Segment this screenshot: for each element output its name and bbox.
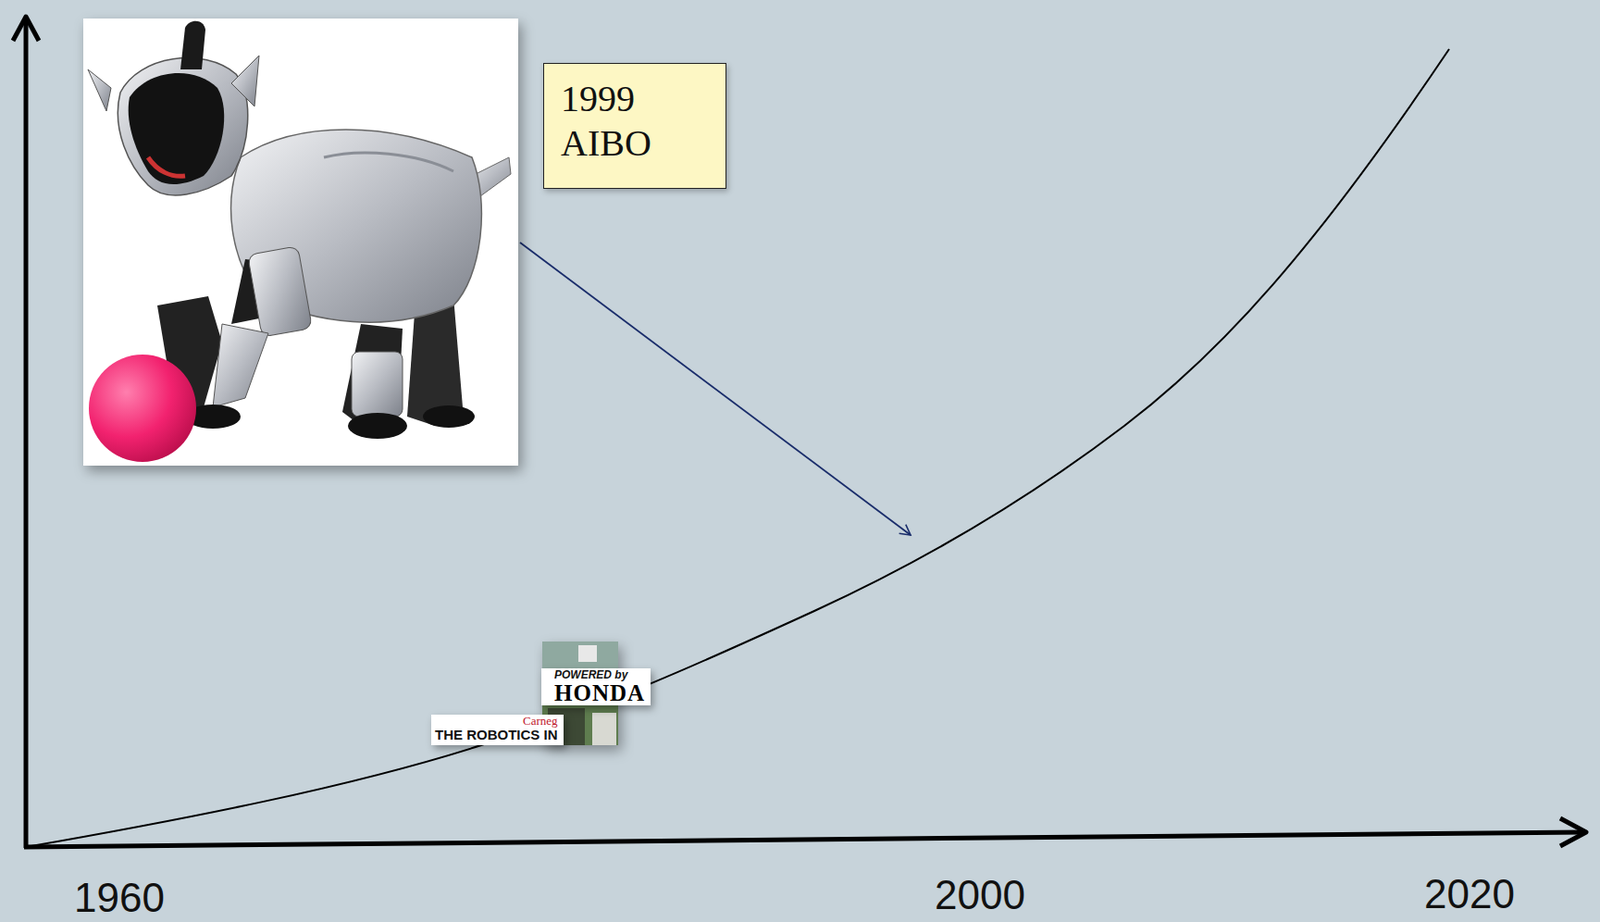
y-axis-head — [12, 16, 39, 41]
x-axis — [24, 831, 1585, 847]
callout-text: 1999 AIBO — [560, 76, 663, 166]
logo-text: Carneg — [434, 714, 559, 728]
x-axis-head — [1560, 818, 1587, 846]
axis-year: 1960 — [74, 874, 165, 921]
honda-banner: POWERED byHONDA — [541, 668, 651, 706]
robotics-banner: CarnegTHE ROBOTICS IN — [431, 714, 564, 745]
aibo-picture — [83, 18, 519, 466]
callout-box: 1999 AIBO — [543, 62, 727, 189]
logo-text: THE ROBOTICS IN — [434, 727, 559, 744]
y-axis — [24, 20, 29, 848]
logo-text: HONDA — [554, 681, 645, 705]
axis-year: 2000 — [934, 871, 1026, 918]
logo-text: POWERED by — [554, 669, 645, 682]
axis-year: 2020 — [1424, 870, 1515, 918]
callout-arrow — [520, 242, 911, 535]
